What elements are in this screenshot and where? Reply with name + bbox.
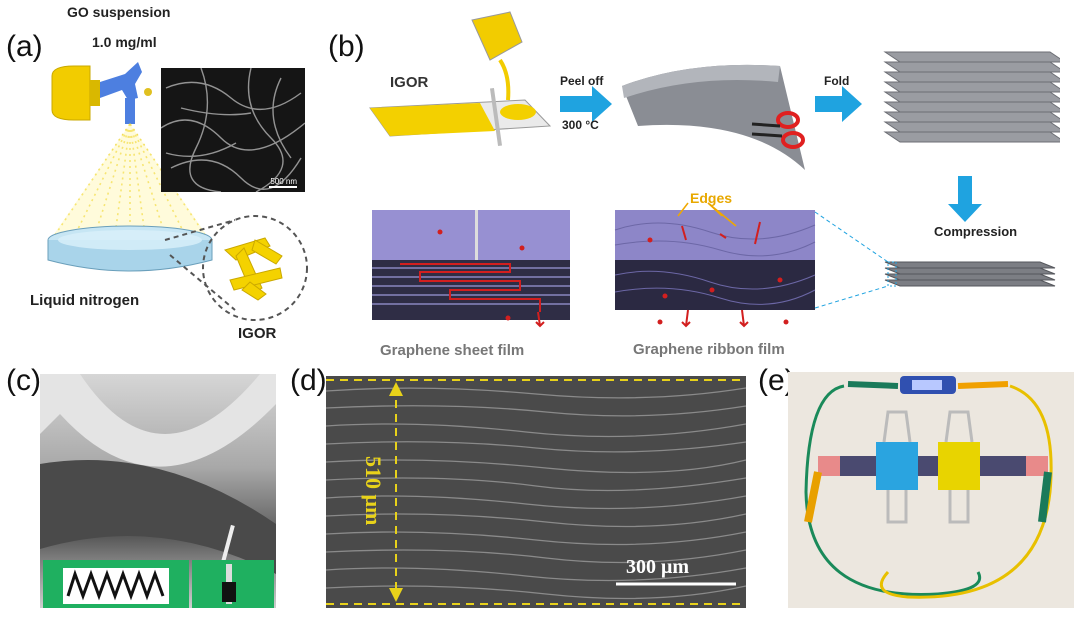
beaker-icon [471,11,523,101]
layered-texture [326,379,746,605]
peel-off-label: Peel off [560,74,604,88]
peeled-film [622,64,805,170]
go-suspension-label: GO suspension [67,4,171,20]
arrow-compression [948,176,982,222]
compressed-stack [884,261,1056,287]
spray-nozzle-icon [100,62,152,124]
arrow-peel [560,86,612,122]
arrow-fold [815,86,862,122]
folded-stack [883,51,1060,143]
fold-label: Fold [824,74,850,88]
sheet-film-caption: Graphene sheet film [380,342,525,359]
zigzag-film [63,568,169,604]
cross-section-sem-image: 510 μm 300 μm [326,376,746,608]
blue-clip [876,442,918,490]
flexible-film-photo [40,374,276,608]
led-circuit-photo [788,372,1074,608]
scissors-icon [751,111,805,149]
scale-bar-label: 300 μm [626,556,689,578]
edges-label: Edges [690,190,733,206]
zoom-circle [202,215,308,321]
compact-film-art [222,564,236,604]
panel-label-d: (d) [290,364,327,397]
panel-label-a: (a) [6,30,43,63]
igor-substrate-label: IGOR [390,74,429,91]
film-strip [818,456,1048,476]
igor-label: IGOR [238,325,277,342]
container-icon [51,65,100,121]
film-process-diagram [369,11,1060,328]
petri-dish-icon [47,225,213,272]
sem-texture [161,68,305,192]
folded-film-inset [43,560,189,608]
compact-film-inset [192,560,274,608]
sem-scale-label: 500 nm [270,177,297,186]
concentration-label: 1.0 mg/ml [92,34,157,50]
circuit-art [804,376,1053,599]
temperature-label: 300 °C [562,118,599,132]
spray-apparatus-diagram [47,62,308,321]
sem-image-igor: 500 nm [161,68,305,192]
ribbon-film-diagram [614,202,816,328]
sheet-film-diagram [372,210,570,328]
yellow-clip [938,442,980,490]
panel-label-b: (b) [328,30,365,63]
compression-label: Compression [934,224,1018,239]
liquid-nitrogen-label: Liquid nitrogen [30,292,140,309]
ribbon-film-caption: Graphene ribbon film [633,341,785,358]
substrate-plate [369,88,552,146]
sem-scale-bar [269,186,297,188]
thickness-label: 510 μm [361,456,386,526]
panel-label-c: (c) [6,364,41,397]
igor-ribbon-icon [224,237,283,301]
